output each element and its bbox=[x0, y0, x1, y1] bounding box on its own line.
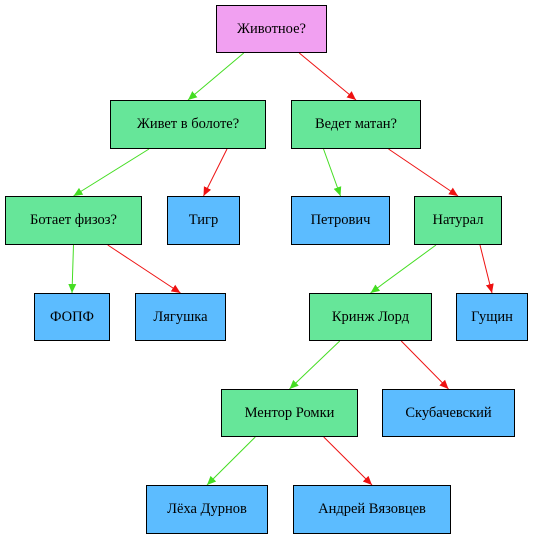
node-skubachevsky: Скубачевский bbox=[382, 389, 515, 437]
edge-swamp-to-tiger-no-arrow bbox=[203, 148, 228, 197]
edge-mentor-to-lekha-yes-arrow bbox=[206, 436, 256, 486]
node-andrey: Андрей Вязовцев bbox=[293, 485, 451, 534]
node-mentor: Ментор Ромки bbox=[221, 389, 358, 437]
node-cringe: Кринж Лорд bbox=[309, 293, 432, 341]
edge-swamp-to-fizos-yes-arrow bbox=[73, 148, 150, 197]
node-fopf: ФОПФ bbox=[34, 293, 110, 341]
edge-matan-to-petrovich-yes-arrow bbox=[323, 148, 342, 197]
node-petrovich: Петрович bbox=[291, 196, 390, 245]
node-matan: Ведет матан? bbox=[291, 100, 421, 149]
node-frog: Лягушка bbox=[135, 293, 226, 341]
edge-fizos-to-fopf-yes-arrow bbox=[68, 244, 77, 294]
edge-natural-to-cringe-yes-arrow bbox=[370, 244, 437, 294]
edge-root-to-matan-no-arrow bbox=[298, 52, 357, 101]
edge-root-to-swamp-yes-arrow bbox=[187, 52, 245, 101]
node-fizos: Ботает физоз? bbox=[5, 196, 142, 245]
node-natural: Натурал bbox=[414, 196, 502, 245]
edge-matan-to-natural-no-arrow bbox=[388, 148, 459, 197]
node-gushchin: Гущин bbox=[456, 293, 528, 341]
edge-fizos-to-frog-no-arrow bbox=[107, 244, 181, 294]
node-swamp: Живет в болоте? bbox=[110, 100, 266, 149]
node-tiger: Тигр bbox=[167, 196, 240, 245]
node-root: Животное? bbox=[216, 5, 327, 53]
node-lekha: Лёха Дурнов bbox=[146, 485, 268, 534]
edge-cringe-to-mentor-yes-arrow bbox=[289, 340, 341, 390]
edge-natural-to-gushchin-no-arrow bbox=[479, 244, 494, 294]
edge-cringe-to-skubachevsky-no-arrow bbox=[400, 340, 449, 390]
edge-mentor-to-andrey-no-arrow bbox=[323, 436, 373, 486]
